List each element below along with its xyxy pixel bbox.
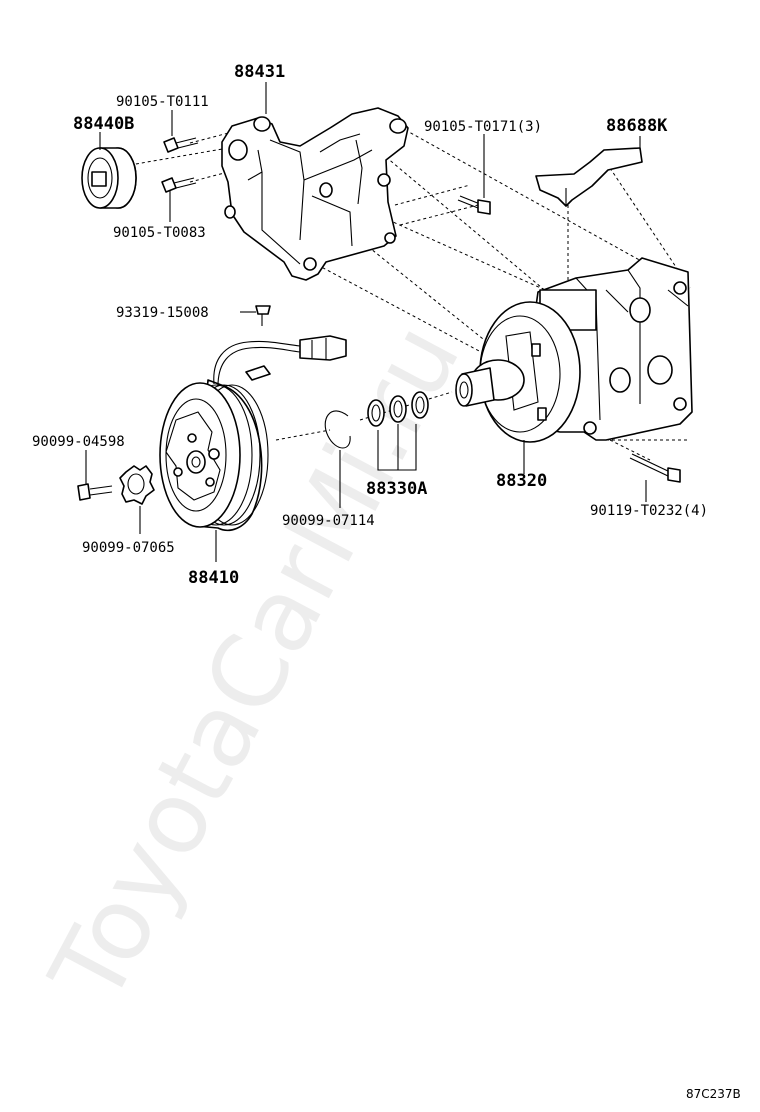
screw-93319-15008 — [255, 305, 271, 326]
label-88431: 88431 — [234, 62, 285, 82]
label-88440B: 88440B — [73, 114, 134, 134]
bolt-90105-T0171 — [457, 195, 491, 215]
callout-labels: 88431 90105-T0111 88440B 90105-T0083 901… — [32, 62, 708, 588]
label-90119-T0232: 90119-T0232(4) — [590, 503, 708, 519]
bolt-90099-04598 — [77, 483, 113, 501]
bracket-88431 — [221, 107, 409, 281]
label-90105-T0111: 90105-T0111 — [116, 94, 209, 110]
label-90099-04598: 90099-04598 — [32, 434, 125, 450]
label-93319-15008: 93319-15008 — [116, 305, 209, 321]
compressor-88320 — [455, 257, 693, 443]
label-90099-07114: 90099-07114 — [282, 513, 375, 529]
bolt-90105-T0111 — [163, 137, 199, 153]
label-88688K: 88688K — [606, 116, 668, 136]
clutch-88410 — [159, 335, 347, 532]
plate-88688K — [535, 147, 643, 207]
alignment-lines — [129, 126, 691, 461]
label-88410: 88410 — [188, 568, 239, 588]
snap-ring-90099-07114 — [324, 410, 351, 508]
bolt-90105-T0083 — [161, 177, 197, 193]
leader-lines — [85, 82, 647, 562]
idler-pulley-88440B — [81, 147, 137, 209]
bolt-90119-T0232 — [629, 453, 681, 483]
label-90105-T0083: 90105-T0083 — [113, 225, 206, 241]
figure-code: 87C237B — [686, 1087, 741, 1101]
shims-88330A — [367, 391, 429, 471]
label-88320: 88320 — [496, 471, 547, 491]
label-90105-T0171: 90105-T0171(3) — [424, 119, 542, 135]
label-88330A: 88330A — [366, 479, 427, 499]
lock-washer-90099-07065 — [119, 465, 155, 505]
label-90099-07065: 90099-07065 — [82, 540, 175, 556]
